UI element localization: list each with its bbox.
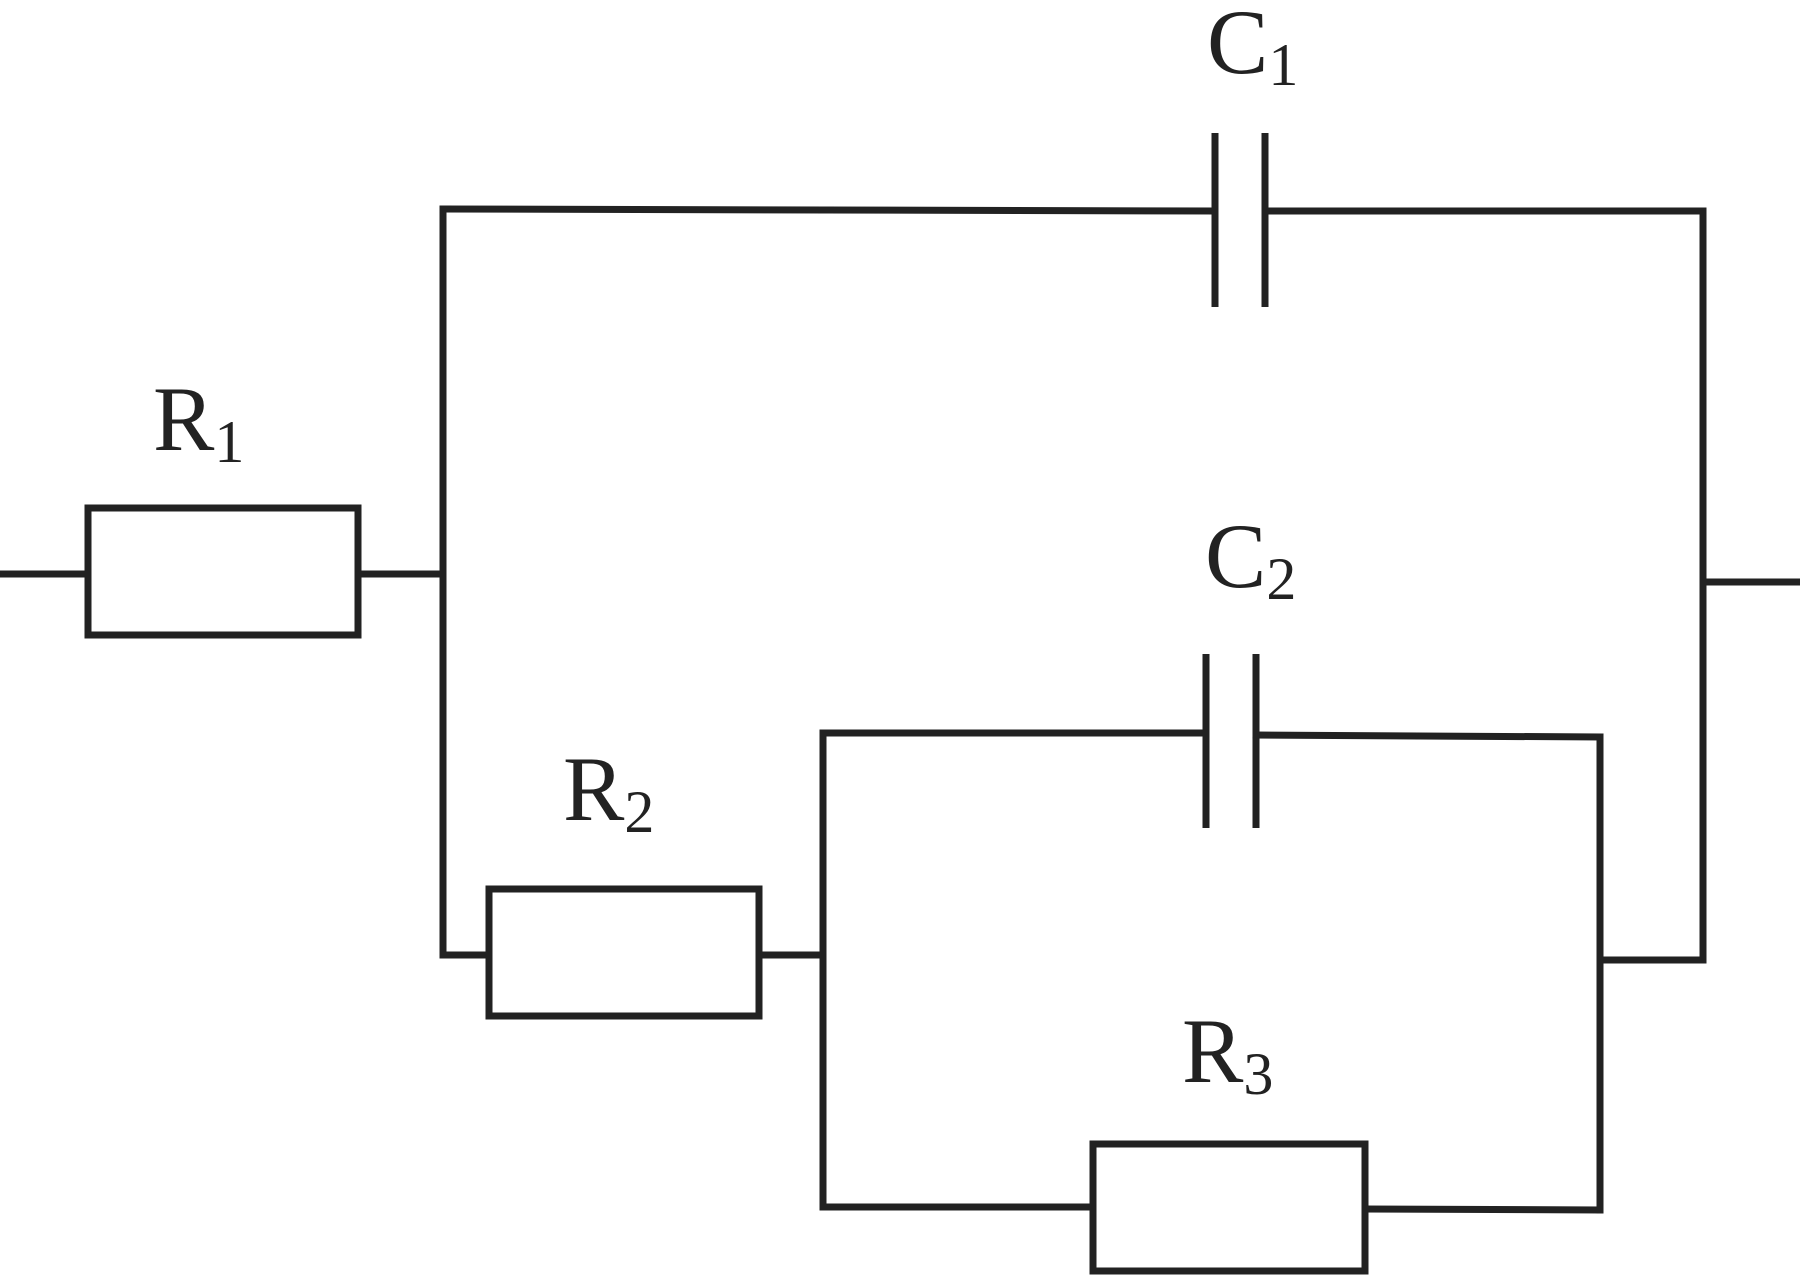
- label-c2-symbol: C: [1205, 505, 1266, 607]
- label-c2-index: 2: [1266, 546, 1296, 612]
- inner-bottom-wire-right: [1361, 1205, 1604, 1214]
- label-c1-symbol: C: [1207, 0, 1268, 93]
- label-c2: C2: [1205, 505, 1296, 612]
- label-r2-index: 2: [624, 779, 654, 845]
- label-c1-index: 1: [1268, 32, 1298, 98]
- top-wire-left: [439, 205, 1219, 215]
- label-r2-symbol: R: [563, 738, 625, 840]
- label-r2: R2: [563, 738, 654, 845]
- resistor-r2: [485, 885, 763, 1020]
- label-r3-index: 3: [1243, 1041, 1273, 1107]
- label-r1-symbol: R: [153, 368, 215, 470]
- label-r1-index: 1: [214, 409, 244, 475]
- resistor-r3: [1089, 1140, 1369, 1275]
- resistor-r1: [84, 504, 362, 639]
- label-r1: R1: [153, 368, 244, 475]
- label-r3: R3: [1182, 1000, 1273, 1107]
- inner-top-wire-right: [1252, 731, 1604, 741]
- label-r3-symbol: R: [1182, 1000, 1244, 1102]
- label-c1: C1: [1207, 0, 1298, 98]
